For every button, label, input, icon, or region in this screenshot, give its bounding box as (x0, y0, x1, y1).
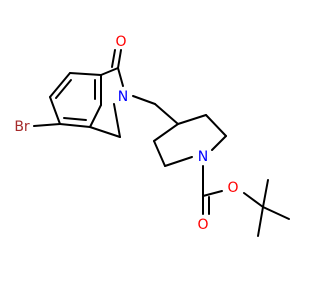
bond (202, 190, 223, 197)
bond (205, 114, 227, 137)
benzene-ring (49, 72, 102, 128)
bond (262, 179, 269, 208)
bond (33, 123, 61, 127)
double-bond-inner (111, 49, 116, 68)
ester-oxygen-label: O (227, 180, 238, 196)
double-bond-inner (63, 117, 87, 121)
molecule-canvas: O N Br N O O (0, 0, 300, 300)
bond (89, 104, 102, 128)
ketone-oxygen-label: O (115, 34, 126, 50)
piperidine-nitrogen-label: N (198, 149, 208, 165)
bond (132, 95, 156, 105)
bond (100, 67, 119, 76)
bond (113, 103, 121, 138)
carbonyl-oxygen-label: O (197, 217, 208, 233)
bond (117, 49, 122, 69)
bond (59, 123, 91, 128)
bond (177, 114, 207, 125)
bromine-label: Br (14, 119, 30, 135)
bond (211, 135, 227, 151)
bond (117, 67, 124, 87)
bond (262, 206, 290, 220)
bond (49, 72, 71, 98)
bond (154, 103, 179, 125)
bond (257, 206, 264, 237)
double-bond-inner (55, 79, 72, 99)
bond (164, 156, 193, 167)
bond (153, 140, 166, 167)
lactam-nitrogen-label: N (118, 89, 128, 105)
piperidine-ring (153, 114, 227, 167)
bond (153, 123, 179, 142)
bond (89, 126, 121, 138)
lactam-ring (89, 49, 124, 138)
boc-group (202, 165, 290, 237)
background (0, 0, 300, 300)
structure-diagram: O N Br N O O (0, 0, 300, 300)
bond (49, 96, 61, 125)
bond (243, 192, 264, 208)
bond (69, 72, 102, 76)
